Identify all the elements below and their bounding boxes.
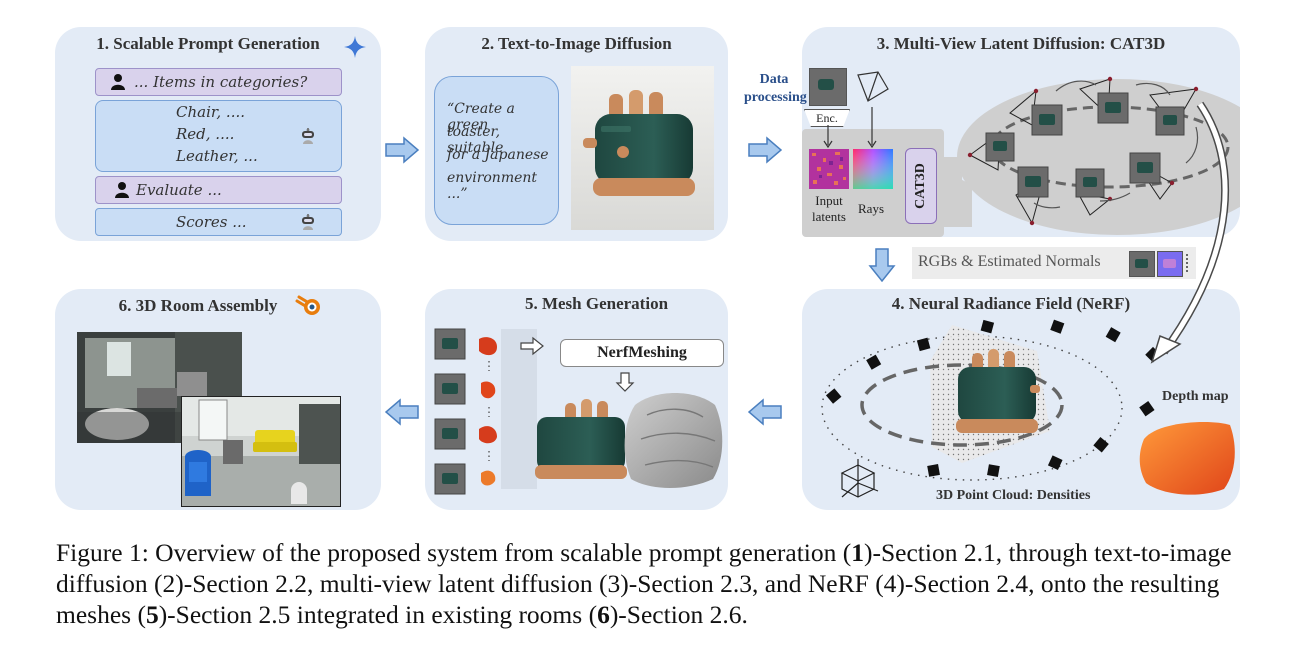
- panel-multi-view-diffusion: 3. Multi-View Latent Diffusion: CAT3D Da…: [744, 27, 1240, 237]
- person-icon: [115, 182, 129, 198]
- person-icon: [111, 74, 125, 90]
- prompt-row-evaluate: Evaluate ...: [95, 176, 342, 204]
- panel-room-assembly: 6. 3D Room Assembly: [55, 289, 381, 510]
- items-box: Chair, .... Red, .... Leather, ...: [95, 100, 342, 172]
- data-processing-line: processing: [744, 90, 807, 105]
- mesh-scene: [434, 328, 723, 495]
- caption-text: )-Section 2.6.: [609, 600, 748, 629]
- caption-text: Figure 1: Overview of the proposed syste…: [56, 538, 852, 567]
- panel-nerf: 4. Neural Radiance Field (NeRF): [802, 289, 1240, 510]
- prompt-line: environment ...”: [447, 170, 538, 202]
- prompt-line: “Create a green: [447, 101, 515, 133]
- flow-arrow-right: [385, 136, 419, 164]
- prompt-line: toaster, suitable: [447, 124, 504, 156]
- panel-title: 1. Scalable Prompt Generation: [96, 34, 320, 53]
- caption-num: 6: [597, 600, 610, 629]
- robot-icon: [302, 128, 314, 144]
- rgbs-normals-label: RGBs & Estimated Normals: [918, 253, 1101, 270]
- prompt-bubble: “Create a green toaster, suitable for a …: [434, 76, 559, 225]
- panel-title: 2. Text-to-Image Diffusion: [481, 34, 672, 53]
- flow-arrow-left: [385, 398, 419, 426]
- prompt-row-items: ... Items in categories?: [95, 68, 342, 96]
- caption-text: )-Section 2.5 integrated in existing roo…: [158, 600, 598, 629]
- input-latents-line: Input: [815, 193, 843, 208]
- panel-title: 4. Neural Radiance Field (NeRF): [891, 294, 1131, 313]
- encoder-label: Enc.: [816, 111, 838, 125]
- prompt-row-text: Evaluate ...: [136, 181, 222, 199]
- view-thumbnails: [985, 92, 1185, 198]
- normal-thumb: [1157, 251, 1183, 277]
- depth-map-label: Depth map: [1162, 389, 1229, 404]
- nerf-scene: [821, 319, 1235, 498]
- point-cloud-label: 3D Point Cloud: Densities: [936, 488, 1091, 503]
- caption-num: 5: [145, 600, 159, 629]
- panel-title: 6. 3D Room Assembly: [118, 296, 278, 315]
- enc-arrows: [823, 107, 877, 149]
- panel-title: 5. Mesh Generation: [524, 294, 669, 313]
- data-processing-label: Data processing: [744, 71, 807, 107]
- cat3d-block: CAT3D: [905, 148, 937, 224]
- more-dots: [1186, 254, 1190, 272]
- prompt-row-text: Scores ...: [176, 213, 247, 231]
- nerfmeshing-box: NerfMeshing: [560, 339, 724, 367]
- panel-mesh-generation: 5. Mesh Generation NerfMeshing: [425, 289, 728, 510]
- rgb-thumb: [1129, 251, 1155, 277]
- caption-text: )-Section 2.1, through text-to-image dif…: [56, 538, 1232, 629]
- view-stack: [434, 328, 497, 495]
- flow-arrow-down: [868, 248, 896, 282]
- item-line: Leather, ...: [176, 147, 258, 165]
- prompt-row-scores: Scores ...: [95, 208, 342, 236]
- rays-image: [853, 149, 893, 189]
- blender-icon: [295, 295, 320, 315]
- item-line: Chair, ....: [176, 103, 246, 121]
- input-latents-line: latents: [812, 209, 846, 224]
- room-render-front: [181, 396, 341, 507]
- panel-text-to-image: 2. Text-to-Image Diffusion “Create a gre…: [425, 27, 728, 241]
- camera-ring: [967, 76, 1230, 226]
- prompt-line: for a Japanese: [447, 147, 549, 163]
- robot-icon: [302, 214, 314, 230]
- room-render-back: [77, 332, 242, 443]
- prompt-row-text: ... Items in categories?: [134, 73, 308, 91]
- flow-arrow-left: [748, 398, 782, 426]
- camera-frustum-icon: [857, 71, 889, 102]
- caption-num: 1: [851, 538, 864, 567]
- data-processing-line: Data: [759, 72, 789, 87]
- input-latents-label: Input latents: [802, 193, 856, 225]
- encoder-box: Enc.: [804, 109, 850, 127]
- cat3d-label: CAT3D: [913, 163, 928, 209]
- figure-caption: Figure 1: Overview of the proposed syste…: [56, 537, 1246, 630]
- item-line: Red, ....: [176, 125, 235, 143]
- generated-toaster-image: [571, 66, 714, 230]
- sparkle-icon: [344, 36, 366, 58]
- rgbs-normals-box: RGBs & Estimated Normals: [912, 247, 1196, 279]
- curved-arrow: [1150, 101, 1230, 364]
- panel-prompt-generation: 1. Scalable Prompt Generation ... Items …: [55, 27, 381, 241]
- axis-icon: [840, 459, 879, 498]
- rays-label: Rays: [858, 201, 884, 216]
- input-latents-image: [809, 149, 849, 189]
- input-image-thumb: [809, 68, 847, 106]
- panel-title: 3. Multi-View Latent Diffusion: CAT3D: [876, 34, 1166, 53]
- nerfmeshing-label: NerfMeshing: [597, 344, 687, 361]
- flow-arrow-right: [748, 136, 782, 164]
